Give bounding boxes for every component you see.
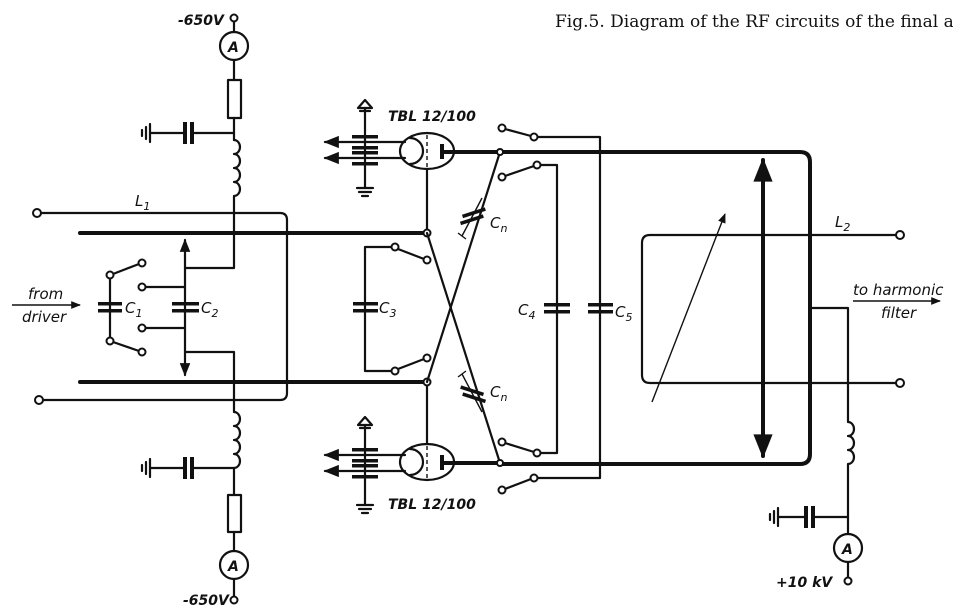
tube-bottom-grid-feed	[323, 415, 407, 515]
ground-icon	[355, 186, 375, 198]
input-label-line1: from	[28, 285, 63, 303]
capacitor-C5-switch	[497, 123, 613, 495]
label-C5: C5	[615, 303, 632, 324]
figure-title: Fig.5. Diagram of the RF circuits of the…	[555, 12, 953, 32]
svg-text:A: A	[227, 559, 239, 575]
capacitor-C4-switch	[497, 160, 570, 458]
input-label-line2: driver	[22, 308, 67, 326]
tube-bottom: TBL 12/100	[388, 380, 502, 513]
hv-terminal	[843, 576, 853, 586]
ammeter-bottom: A	[218, 549, 250, 581]
input-terminal-top	[32, 208, 42, 218]
tube-top-label: TBL 12/100	[388, 109, 476, 125]
tube-top: TBL 12/100	[388, 109, 502, 235]
supply-top-terminal	[229, 13, 239, 23]
output-terminal-bottom	[895, 378, 905, 388]
output-coupling-loop-L2	[640, 213, 905, 403]
variable-coupling-arrow	[651, 213, 726, 403]
ground-icon	[356, 415, 374, 430]
label-L1: L1	[135, 192, 150, 213]
choke-top	[184, 138, 242, 270]
input-terminal-bottom	[34, 395, 44, 405]
supply-bottom-terminal	[229, 595, 239, 605]
ground-icon	[140, 122, 152, 144]
capacitor-C1-switch	[98, 258, 147, 357]
ground-icon	[768, 506, 780, 528]
bottom-bias-supply: A -650V	[140, 350, 250, 609]
capacitor-C2	[172, 302, 199, 313]
choke-bottom	[184, 350, 242, 497]
label-C1: C1	[125, 299, 142, 320]
capacitor-C3-switch	[353, 242, 432, 376]
ammeter-top: A	[218, 30, 250, 62]
capacitor-Cn-top	[457, 197, 486, 240]
tube-top-grid-feed	[323, 98, 407, 198]
label-L2: L2	[835, 213, 850, 234]
capacitor-Cn-bottom	[457, 370, 487, 413]
input-circuit: L1 C2 C1 from driver	[12, 192, 429, 405]
bypass-capacitor-top	[148, 122, 236, 144]
hv-supply: A +10 kV	[768, 306, 864, 591]
ammeter-hv: A	[832, 532, 864, 564]
label-Cn-bottom: Cn	[490, 383, 507, 404]
output-label-line1: to harmonic	[853, 281, 944, 299]
label-Cn-top: Cn	[490, 214, 507, 235]
label-C2: C2	[201, 299, 218, 320]
output-terminal-top	[895, 230, 905, 240]
supply-hv-label: +10 kV	[776, 575, 833, 591]
top-bias-supply: -650V A	[140, 13, 250, 270]
svg-text:A: A	[227, 40, 239, 56]
label-C4: C4	[518, 301, 535, 322]
tube-bottom-label: TBL 12/100	[388, 497, 476, 513]
neutralizing-capacitors	[425, 150, 502, 465]
supply-bottom-label: -650V	[183, 593, 230, 609]
supply-top-label: -650V	[178, 13, 225, 29]
input-coupling-loop-L1	[39, 211, 289, 402]
bypass-capacitor-hv	[776, 506, 850, 528]
choke-hv	[808, 306, 856, 536]
ground-icon	[356, 98, 374, 113]
resistor-bottom	[226, 493, 243, 534]
label-C3: C3	[379, 299, 396, 320]
svg-text:A: A	[841, 542, 853, 558]
ground-icon	[140, 457, 152, 479]
resistor-top	[226, 78, 243, 120]
ground-icon	[355, 503, 375, 515]
bypass-capacitor-bottom	[148, 457, 236, 479]
output-label-line2: filter	[881, 304, 917, 322]
